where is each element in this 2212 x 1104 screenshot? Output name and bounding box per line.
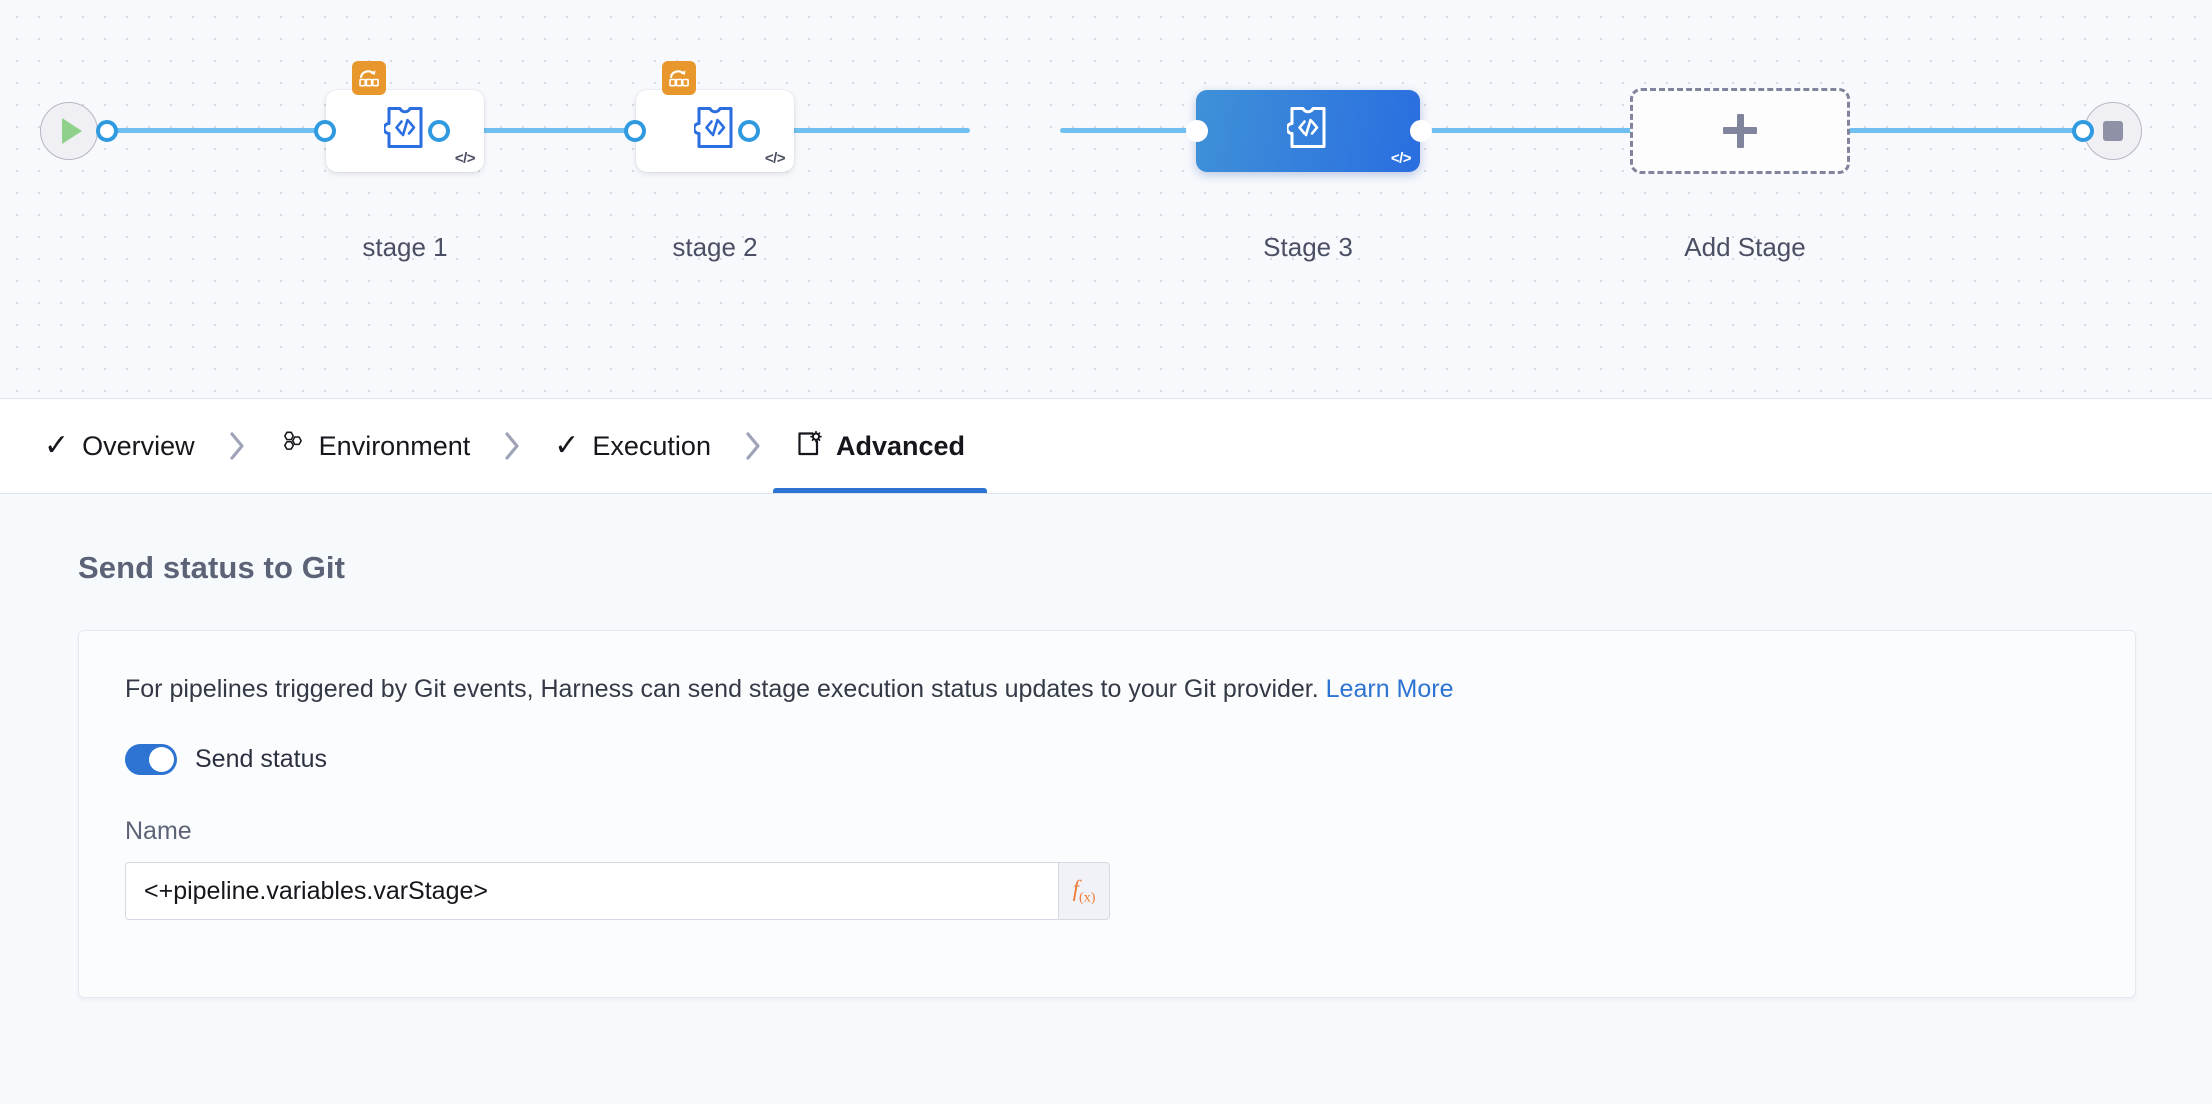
add-stage-button[interactable] xyxy=(1630,88,1850,174)
check-icon: ✓ xyxy=(554,429,580,462)
fx-icon: f(x) xyxy=(1072,875,1096,906)
tab-overview[interactable]: ✓ Overview xyxy=(22,399,217,493)
stage-node-stage-3[interactable]: </> xyxy=(1196,90,1420,172)
custom-stage-icon xyxy=(382,106,426,155)
tab-environment[interactable]: Environment xyxy=(257,399,493,493)
stage-2-output-port[interactable] xyxy=(738,120,760,142)
tab-overview-label: Overview xyxy=(82,430,195,461)
card-description-text: For pipelines triggered by Git events, H… xyxy=(125,675,1326,703)
tab-execution-label: Execution xyxy=(592,430,711,461)
hexagons-icon xyxy=(279,430,306,462)
pipeline-flow: </> stage 1 xyxy=(0,0,2212,398)
custom-stage-icon xyxy=(1285,106,1329,155)
connector-stage1-to-stage2 xyxy=(440,128,654,133)
check-icon: ✓ xyxy=(44,429,70,462)
stage-code-marker: </> xyxy=(1390,150,1412,167)
plus-icon xyxy=(1723,114,1757,148)
name-input[interactable] xyxy=(125,862,1058,920)
advanced-panel: Send status to Git For pipelines trigger… xyxy=(0,494,2212,1104)
custom-stage-icon xyxy=(692,106,736,155)
pipeline-canvas[interactable]: </> stage 1 xyxy=(0,0,2212,398)
stage-node-stage-2[interactable]: </> xyxy=(636,61,794,172)
rollback-badge-icon xyxy=(352,61,386,95)
chevron-right-icon xyxy=(492,399,532,493)
stage-3-output-port[interactable] xyxy=(1410,120,1432,142)
stage-label-stage-2: stage 2 xyxy=(672,232,758,262)
rollback-badge-icon xyxy=(662,61,696,95)
tab-advanced[interactable]: Advanced xyxy=(772,399,988,493)
start-node-port[interactable] xyxy=(96,120,118,142)
stop-icon xyxy=(2103,121,2123,141)
connector-stage2-to-stage3 xyxy=(750,128,970,133)
stage-1-input-port[interactable] xyxy=(314,120,336,142)
learn-more-link[interactable]: Learn More xyxy=(1325,675,1454,703)
card-description: For pipelines triggered by Git events, H… xyxy=(125,675,2089,704)
chevron-right-icon xyxy=(217,399,257,493)
tab-environment-label: Environment xyxy=(318,430,471,461)
stage-label-stage-1: stage 1 xyxy=(362,232,448,262)
stage-label-stage-3: Stage 3 xyxy=(1263,232,1353,262)
stage-1-output-port[interactable] xyxy=(428,120,450,142)
square-gear-icon xyxy=(795,430,823,463)
stage-node-stage-1[interactable]: </> xyxy=(326,61,484,172)
tab-advanced-label: Advanced xyxy=(835,430,966,461)
stage-3-input-port[interactable] xyxy=(1186,120,1208,142)
add-stage-label: Add Stage xyxy=(1684,232,1806,262)
chevron-right-icon xyxy=(733,399,773,493)
send-status-toggle-label: Send status xyxy=(195,745,328,773)
tab-execution[interactable]: ✓ Execution xyxy=(532,399,733,493)
stage-code-marker: </> xyxy=(454,150,476,167)
start-node[interactable] xyxy=(40,102,98,160)
stage-2-input-port[interactable] xyxy=(624,120,646,142)
connector-stage3-to-addstage xyxy=(1060,128,1270,133)
page-title: Send status to Git xyxy=(78,550,346,585)
send-status-to-git-card: For pipelines triggered by Git events, H… xyxy=(78,630,2136,998)
send-status-toggle-row: Send status xyxy=(125,744,2089,775)
expression-fx-button[interactable]: f(x) xyxy=(1058,862,1110,920)
toggle-knob xyxy=(149,747,174,772)
connector-start-to-stage1 xyxy=(106,128,326,133)
send-status-toggle[interactable] xyxy=(125,744,177,775)
name-input-group: f(x) xyxy=(125,862,1110,920)
play-icon xyxy=(62,118,82,144)
name-field-label: Name xyxy=(125,817,192,845)
end-node-port[interactable] xyxy=(2072,120,2094,142)
stage-code-marker: </> xyxy=(764,150,786,167)
stage-tab-bar: ✓ Overview Environment ✓ Execution xyxy=(0,398,2212,494)
